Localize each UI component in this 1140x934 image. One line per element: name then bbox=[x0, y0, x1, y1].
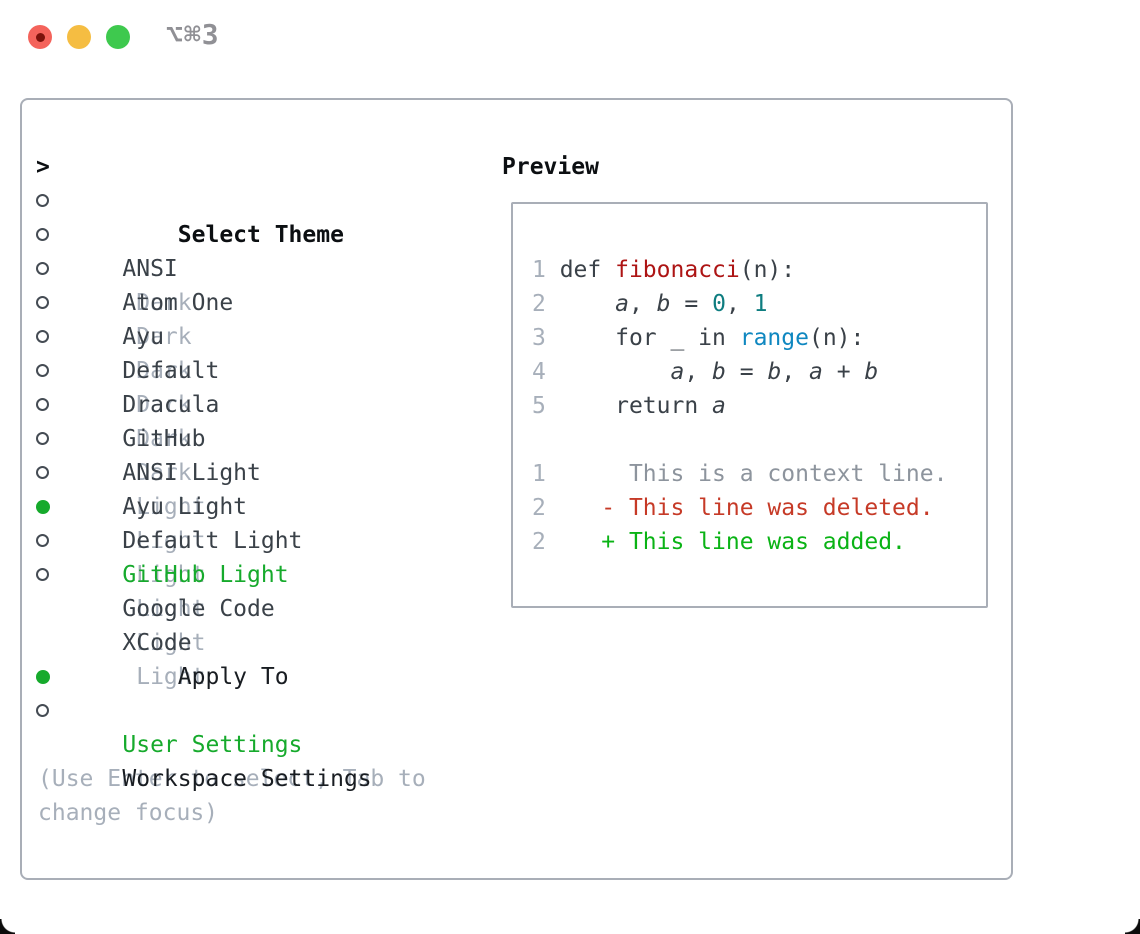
line-number: 4 bbox=[532, 359, 546, 385]
theme-option[interactable]: Ayu Light Light bbox=[22, 422, 492, 554]
window-corner bbox=[0, 919, 15, 934]
apply-to-header: Apply To bbox=[22, 626, 492, 690]
chevron-right-icon: > bbox=[36, 154, 50, 180]
radio-icon bbox=[36, 466, 49, 479]
line-number: 2 bbox=[532, 291, 546, 317]
help-text-line-2: change focus) bbox=[38, 800, 219, 826]
line-number: 3 bbox=[532, 325, 546, 351]
radio-icon bbox=[36, 364, 49, 377]
code-line: 1 def fibonacci(n): bbox=[532, 257, 796, 283]
radio-icon bbox=[36, 262, 49, 275]
radio-icon bbox=[36, 704, 49, 717]
select-theme-title: Select Theme bbox=[177, 222, 344, 248]
code-line: 5 return a bbox=[532, 393, 726, 419]
radio-icon bbox=[36, 194, 49, 207]
theme-option[interactable]: XCode Light bbox=[22, 558, 492, 690]
radio-icon bbox=[36, 398, 49, 411]
theme-option[interactable]: Default Light Light bbox=[22, 456, 492, 588]
theme-option[interactable]: Dracula Dark bbox=[22, 320, 492, 452]
code-preview: 1 def fibonacci(n): 2 a, b = 0, 1 3 for _ … bbox=[532, 253, 986, 559]
code-line: 3 for _ in range(n): bbox=[532, 325, 865, 351]
theme-picker-panel: > Select Theme ANSI Dark Atom One Dark A… bbox=[20, 98, 1013, 880]
code-line: 2 a, b = 0, 1 bbox=[532, 291, 768, 317]
code-line bbox=[532, 423, 986, 457]
titlebar: ⌥⌘3 bbox=[0, 0, 1140, 75]
apply-to-option[interactable]: User Settings bbox=[22, 660, 492, 758]
radio-icon bbox=[36, 534, 49, 547]
radio-icon bbox=[36, 670, 50, 684]
line-number: 2 bbox=[532, 529, 546, 555]
close-button[interactable] bbox=[28, 25, 52, 49]
code-line: 1 This is a context line. bbox=[532, 461, 948, 487]
line-number: 5 bbox=[532, 393, 546, 419]
line-number: 2 bbox=[532, 495, 546, 521]
select-theme-header: > Select Theme bbox=[22, 150, 492, 248]
help-text-line-1: (Use Enter to select, Tab to bbox=[38, 766, 426, 792]
preview-box: 1 def fibonacci(n): 2 a, b = 0, 1 3 for _ … bbox=[511, 202, 988, 608]
radio-icon bbox=[36, 500, 50, 514]
theme-option[interactable]: GitHub Light Light bbox=[22, 490, 492, 622]
line-number: 1 bbox=[532, 461, 546, 487]
zoom-button[interactable] bbox=[106, 25, 130, 49]
radio-icon bbox=[36, 296, 49, 309]
code-line: 2 + This line was added. bbox=[532, 529, 906, 555]
theme-option[interactable]: Ayu Dark bbox=[22, 252, 492, 384]
apply-to-option[interactable]: Workspace Settings bbox=[22, 694, 492, 792]
window-title: ⌥⌘3 bbox=[166, 18, 220, 51]
preview-title: Preview bbox=[502, 154, 599, 180]
theme-option[interactable]: ANSI Light Light bbox=[22, 388, 492, 520]
apply-to-list: User Settings Workspace Settings bbox=[22, 660, 492, 792]
theme-option[interactable]: Google Code Light bbox=[22, 524, 492, 656]
code-line: 4 a, b = b, a + b bbox=[532, 359, 879, 385]
theme-option[interactable]: GitHub Dark bbox=[22, 354, 492, 486]
window-corner bbox=[1125, 919, 1140, 934]
theme-option[interactable]: Default Dark bbox=[22, 286, 492, 418]
theme-list: ANSI Dark Atom One Dark Ayu Dark Default… bbox=[22, 184, 492, 690]
line-number: 1 bbox=[532, 257, 546, 283]
theme-option[interactable]: Atom One Dark bbox=[22, 218, 492, 350]
radio-icon bbox=[36, 228, 49, 241]
minimize-button[interactable] bbox=[67, 25, 91, 49]
close-dot-icon bbox=[35, 32, 45, 42]
code-line: 2 - This line was deleted. bbox=[532, 495, 934, 521]
radio-icon bbox=[36, 432, 49, 445]
theme-list-column: > Select Theme ANSI Dark Atom One Dark A… bbox=[22, 150, 492, 830]
radio-icon bbox=[36, 330, 49, 343]
radio-icon bbox=[36, 568, 49, 581]
apply-to-title: Apply To bbox=[177, 664, 289, 690]
theme-option[interactable]: ANSI Dark bbox=[22, 184, 492, 316]
